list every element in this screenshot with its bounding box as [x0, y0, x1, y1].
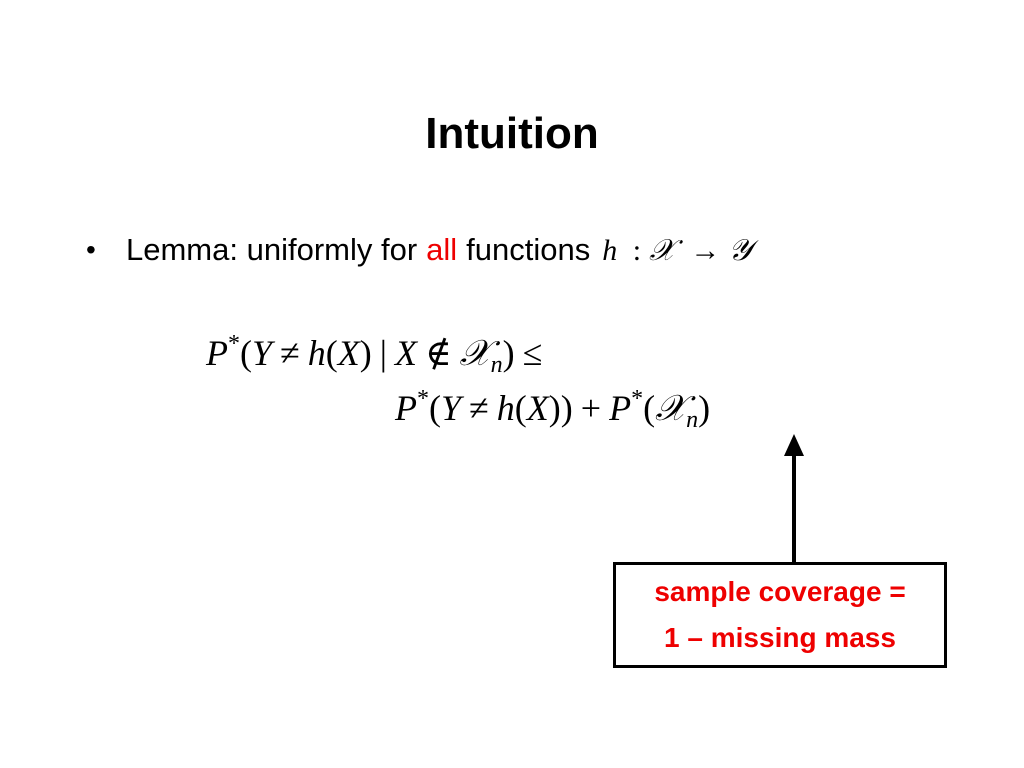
slide-title: Intuition [425, 109, 599, 158]
inequality-line-2: P*(Y≠h(X))+P*(𝒳n) [395, 386, 711, 433]
function-signature: h :𝒳 →𝒴 [602, 232, 752, 268]
lemma-text-after: functions [466, 232, 591, 267]
inequality-line-1: P*(Y≠h(X)|X∉𝒳n)≤ [206, 331, 543, 378]
lemma-bullet: • Lemma: uniformly for all functions h :… [86, 226, 752, 274]
pointer-arrow [784, 434, 804, 562]
bullet-marker: • [86, 234, 96, 265]
callout-line-1: sample coverage = [654, 576, 906, 607]
callout-line-2: 1 – missing mass [664, 622, 896, 653]
lemma-highlight-all: all [426, 232, 458, 267]
sample-coverage-callout: sample coverage = 1 – missing mass [613, 562, 947, 668]
lemma-text-before: Lemma: uniformly for [126, 232, 418, 267]
arrow-head [784, 434, 804, 456]
